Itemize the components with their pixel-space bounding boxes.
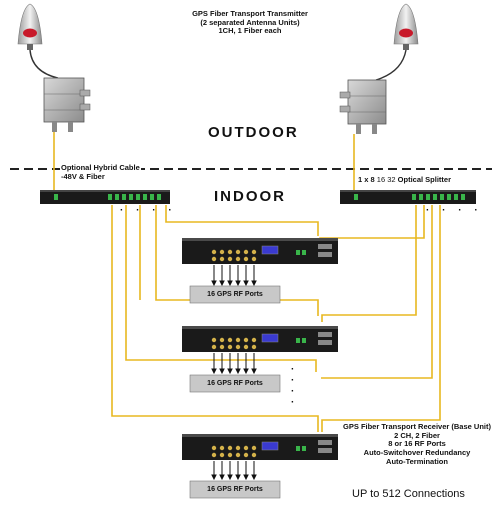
receiver-unit-3 (182, 434, 338, 460)
antenna-cable-left (29, 49, 59, 79)
footer-connections: UP to 512 Connections (352, 488, 465, 500)
ellipsis-right: · · · · (426, 205, 483, 216)
receiver-line-2: 2 CH, 2 Fiber (394, 430, 440, 440)
hybrid-cable-line-2: -48V & Fiber (61, 171, 105, 181)
rf-ports-label-2: 16 GPS RF Ports (207, 380, 263, 387)
splitter-prefix: 1 x 8 (358, 175, 375, 184)
transmitter-caption: GPS Fiber Transport Transmitter (2 separ… (150, 9, 350, 36)
receiver-line-1: GPS Fiber Transport Receiver (Base Unit) (343, 422, 491, 431)
transmitter-line-2: (2 separated Antenna Units) (200, 17, 300, 27)
transmitter-line-1: GPS Fiber Transport Transmitter (192, 9, 308, 18)
rf-arrows-1 (211, 265, 257, 287)
splitter-option-32: 32 (387, 175, 396, 184)
indoor-label: INDOOR (214, 188, 286, 205)
rf-arrows-2 (211, 353, 257, 375)
transmitter-unit-left-icon (43, 77, 91, 132)
rf-arrows-3 (211, 461, 257, 481)
splitter-suffix: Optical Splitter (397, 175, 451, 184)
hybrid-cable-line-1: Optional Hybrid Cable (61, 163, 140, 172)
receiver-line-5: Auto-Termination (386, 456, 448, 466)
fiber-cables (111, 205, 441, 432)
outdoor-label: OUTDOOR (208, 124, 299, 141)
transmitter-line-3: 1CH, 1 Fiber each (218, 26, 282, 36)
receiver-unit-2 (182, 326, 338, 352)
receiver-unit-1 (182, 238, 338, 264)
rf-ports-label-1: 16 GPS RF Ports (207, 291, 263, 298)
vdot-1: · (291, 364, 295, 375)
splitter-caption: 1 x 8 16 32 Optical Splitter (358, 175, 451, 185)
gps-antenna-right-icon (393, 3, 419, 50)
vdot-4: · (291, 397, 295, 408)
optical-splitter-left (40, 190, 170, 204)
rf-ports-box-3 (189, 480, 281, 499)
vertical-ellipsis: · · · · (291, 364, 297, 408)
rf-ports-box-1 (189, 285, 281, 304)
vdot-3: · (291, 386, 295, 397)
splitter-option-16: 16 (376, 175, 386, 184)
hybrid-cable-caption: Optional Hybrid Cable -48V & Fiber (60, 163, 141, 182)
rf-ports-label-3: 16 GPS RF Ports (207, 486, 263, 493)
antenna-cable-right (375, 49, 407, 81)
receiver-line-3: 8 or 16 RF Ports (388, 439, 446, 449)
receiver-caption: GPS Fiber Transport Receiver (Base Unit)… (336, 422, 498, 466)
gps-antenna-left-icon (17, 3, 43, 50)
optical-splitter-right (340, 190, 476, 204)
vdot-2: · (291, 375, 295, 386)
transmitter-unit-right-icon (339, 79, 387, 134)
receiver-line-4: Auto-Switchover Redundancy (363, 447, 471, 457)
rf-ports-box-2 (189, 374, 281, 393)
ellipsis-left: · · · · (120, 205, 177, 216)
